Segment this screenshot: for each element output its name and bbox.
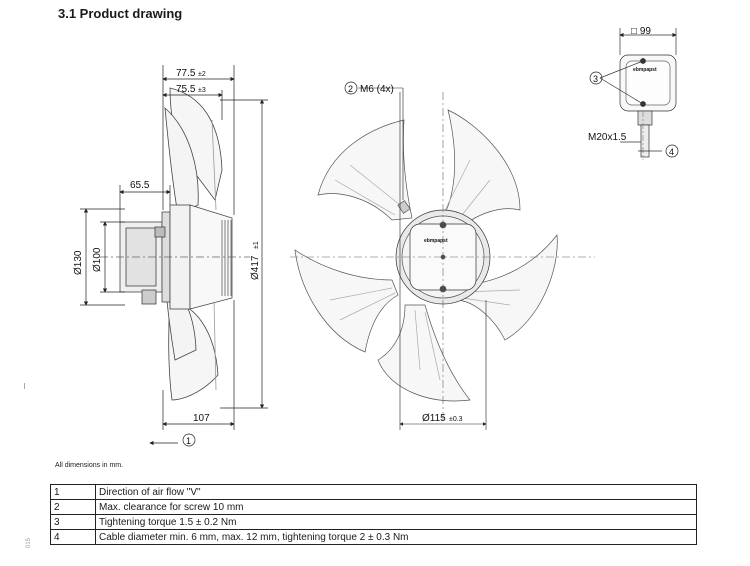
front-view-labels: 2 M6 (4x) ebmpapst Ø115 ±0.3 (344, 81, 463, 424)
legend-text: Cable diameter min. 6 mm, max. 12 mm, ti… (95, 529, 697, 545)
dim-m20: M20x1.5 (588, 132, 627, 143)
margin-code: 015 (26, 537, 32, 548)
callout-4: 4 (669, 147, 674, 157)
legend-table: 1 Direction of air flow "V" 2 Max. clear… (50, 484, 697, 545)
callout-2: 2 (348, 84, 353, 94)
front-view (294, 109, 558, 402)
product-drawing: 77.5 ±2 75.5 ±3 65.5 Ø130 Ø100 Ø417 ±1 1… (73, 26, 679, 447)
box-logo: ebmpapst (633, 67, 657, 73)
dim-107: 107 (193, 413, 210, 424)
front-view-lines (290, 87, 595, 430)
table-row: 3 Tightening torque 1.5 ± 0.2 Nm (50, 514, 697, 530)
table-row: 1 Direction of air flow "V" (50, 484, 697, 500)
table-row: 4 Cable diameter min. 6 mm, max. 12 mm, … (50, 529, 697, 545)
dim-115-tol: ±0.3 (449, 416, 463, 423)
side-view (100, 87, 250, 401)
dim-77-5-tol: ±2 (198, 71, 206, 78)
dim-m6: M6 (4x) (360, 84, 394, 95)
margin-mark (24, 383, 25, 389)
section-title: 3.1 Product drawing (58, 6, 183, 21)
terminal-box-view (599, 28, 677, 160)
legend-num: 2 (50, 499, 96, 515)
dimensions-note: All dimensions in mm. (55, 462, 124, 469)
legend-num: 1 (50, 484, 96, 500)
dim-77-5: 77.5 (176, 68, 196, 79)
dim-75-5-tol: ±3 (198, 87, 206, 94)
dim-130: Ø130 (73, 250, 84, 275)
dim-417: Ø417 (250, 255, 261, 280)
legend-num: 4 (50, 529, 96, 545)
side-view-dimensions (80, 65, 268, 446)
legend-text: Direction of air flow "V" (95, 484, 697, 500)
dim-75-5: 75.5 (176, 84, 196, 95)
callout-1: 1 (186, 436, 191, 446)
dim-417-tol: ±1 (253, 241, 260, 249)
legend-num: 3 (50, 514, 96, 530)
legend-text: Max. clearance for screw 10 mm (95, 499, 697, 515)
dim-65-5: 65.5 (130, 180, 150, 191)
legend-text: Tightening torque 1.5 ± 0.2 Nm (95, 514, 697, 530)
side-view-labels: 77.5 ±2 75.5 ±3 65.5 Ø130 Ø100 Ø417 ±1 1… (73, 68, 261, 447)
dim-115: Ø115 (422, 413, 446, 424)
dim-100: Ø100 (92, 247, 103, 272)
terminal-box-labels: □ 99 ebmpapst 3 M20x1.5 4 (588, 26, 679, 158)
dim-99: □ 99 (631, 26, 651, 37)
front-logo: ebmpapst (424, 238, 448, 244)
table-row: 2 Max. clearance for screw 10 mm (50, 499, 697, 515)
callout-3: 3 (593, 74, 598, 84)
